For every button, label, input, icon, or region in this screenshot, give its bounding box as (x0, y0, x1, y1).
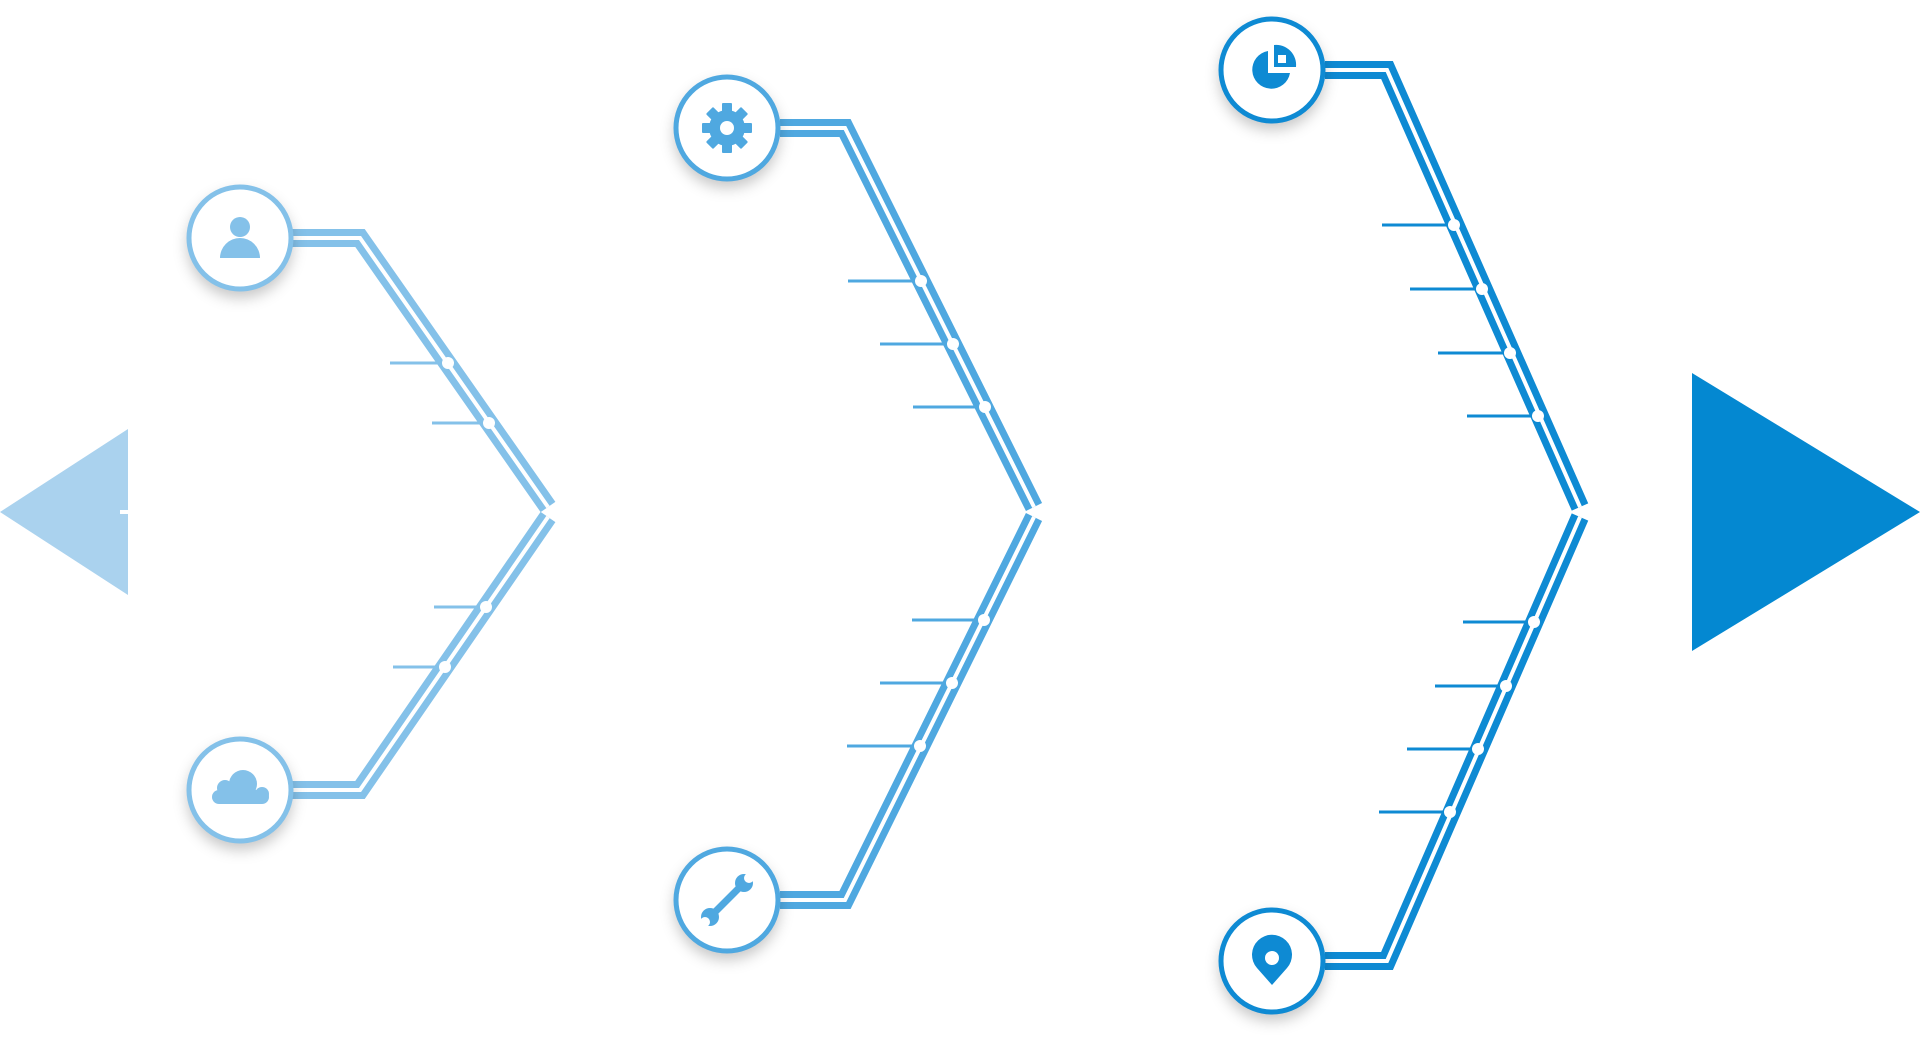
bone-bottom-2-outer (780, 513, 1043, 909)
rib-dot (1528, 616, 1540, 628)
rib-dot (947, 338, 959, 350)
bone-bottom-3-inner (1325, 516, 1582, 963)
rib-dot (480, 601, 492, 613)
cloud-icon (212, 770, 269, 804)
bone-group-2 (673, 74, 1043, 954)
rib-dot (1472, 743, 1484, 755)
bone-top-1-outer (290, 229, 556, 513)
rib-dot (946, 677, 958, 689)
wrench-icon (700, 873, 754, 927)
spine (0, 373, 1920, 651)
category-node-map-marker[interactable] (1218, 907, 1326, 1015)
rib-dot (1500, 680, 1512, 692)
bone-top-2-inner (780, 126, 1036, 508)
rib-dot (483, 417, 495, 429)
category-node-user[interactable] (186, 184, 294, 292)
rib-dot (1448, 219, 1460, 231)
rib-dot (442, 357, 454, 369)
bone-top-1-inner (290, 236, 550, 509)
gear-icon (702, 103, 752, 153)
bone-bottom-1-outer (290, 511, 556, 799)
bone-bottom-2-inner (780, 516, 1036, 902)
left-arrow-head (0, 429, 128, 595)
rib-dot (1532, 410, 1544, 422)
bone-group-1 (186, 184, 556, 844)
rib-dot (1476, 283, 1488, 295)
bone-bottom-3-outer (1325, 513, 1589, 970)
category-node-gear[interactable] (673, 74, 781, 182)
rib-dot (1504, 347, 1516, 359)
category-node-wrench[interactable] (673, 846, 781, 954)
bone-top-3-inner (1325, 68, 1582, 508)
right-arrow-head (1692, 373, 1920, 651)
rib-dot (914, 740, 926, 752)
category-node-cloud[interactable] (186, 736, 294, 844)
rib-dot (978, 614, 990, 626)
user-icon (220, 217, 260, 258)
bone-group-3 (1218, 16, 1589, 1015)
rib-dot (915, 275, 927, 287)
map-marker-icon (1252, 934, 1292, 985)
bone-top-2-outer (780, 119, 1043, 512)
pie-chart-icon (1252, 44, 1297, 89)
rib-dot (979, 401, 991, 413)
category-node-pie-chart[interactable] (1218, 16, 1326, 124)
rib-dot (439, 661, 451, 673)
rib-dot (1444, 806, 1456, 818)
